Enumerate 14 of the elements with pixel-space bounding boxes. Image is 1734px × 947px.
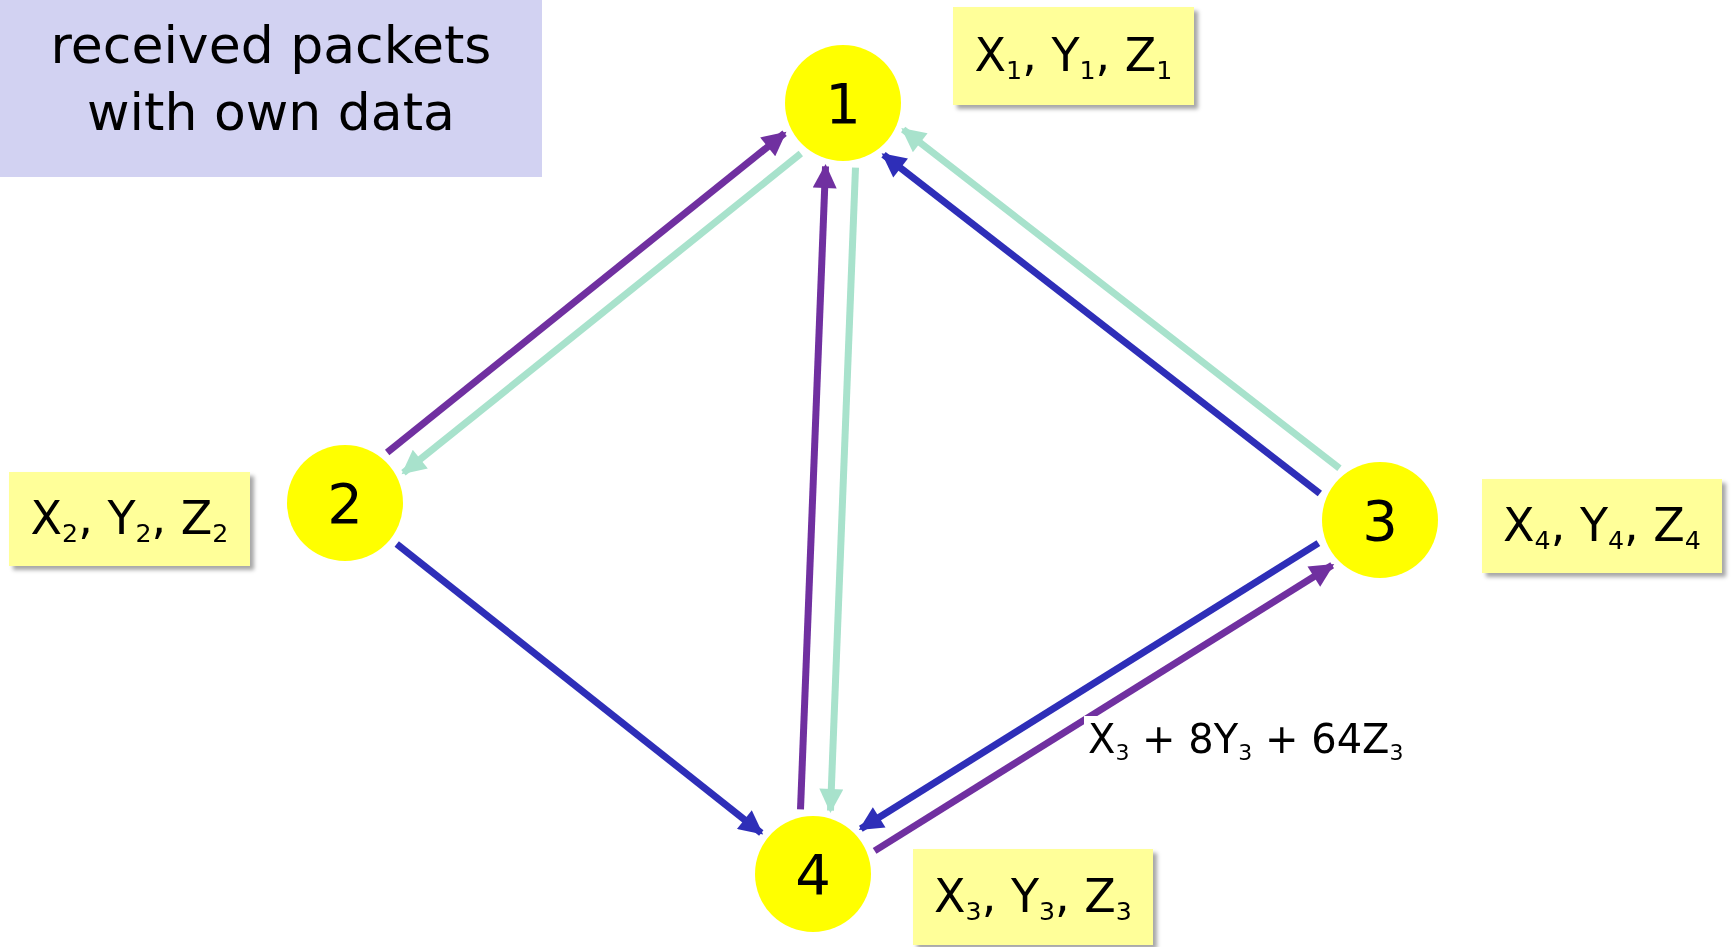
note-box — [0, 0, 542, 177]
node-text: X$_{4}$, Y$_{4}$, Z$_{4}$ — [1503, 497, 1701, 555]
node-text: X$_{3}$, Y$_{3}$, Z$_{3}$ — [934, 868, 1132, 926]
value-label-box — [1482, 479, 1722, 573]
value-label-box — [9, 472, 250, 566]
node-number: 3 — [1362, 487, 1398, 553]
node-number: 2 — [327, 470, 363, 536]
node-text: X$_{1}$, Y$_{1}$, Z$_{1}$ — [974, 27, 1173, 85]
node-number: 1 — [825, 70, 861, 136]
node-number: 4 — [795, 841, 831, 907]
value-label-box — [953, 7, 1194, 105]
node-text: X$_{2}$, Y$_{2}$, Z$_{2}$ — [30, 490, 229, 548]
value-label-box — [913, 849, 1153, 945]
node-text: received packets with own data — [49, 13, 493, 145]
